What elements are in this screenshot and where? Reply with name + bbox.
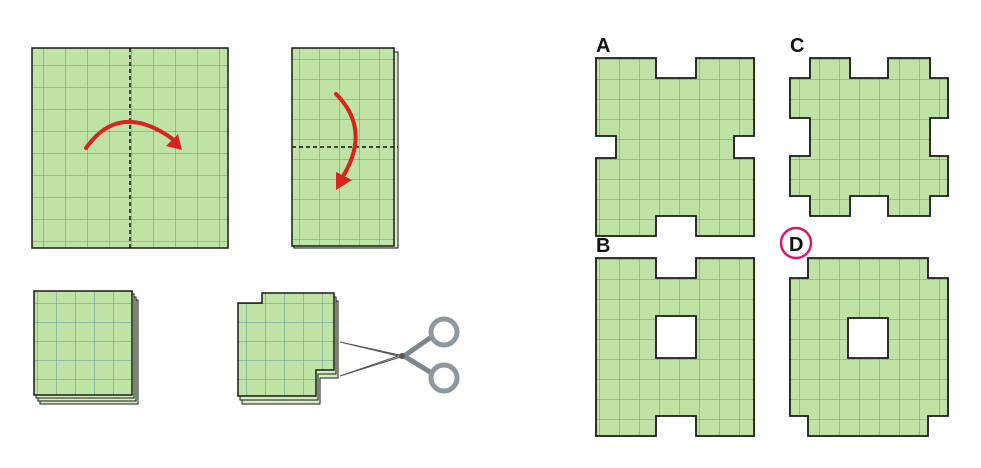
option-c[interactable]: C (790, 35, 948, 216)
step-folded-in-half (292, 48, 398, 248)
option-b[interactable]: B (596, 235, 754, 436)
option-c-shape (790, 58, 948, 216)
option-a[interactable]: A (596, 35, 754, 236)
option-label-c: C (790, 35, 804, 57)
option-label-a: A (596, 35, 610, 57)
option-d-shape (790, 258, 948, 436)
option-label-d: D (789, 234, 803, 256)
step-cut-corners (238, 293, 457, 404)
option-d[interactable]: D (781, 228, 948, 436)
option-b-shape (596, 258, 754, 436)
option-label-b: B (596, 235, 610, 257)
scissors-icon (340, 319, 457, 391)
step-folded-in-quarters (34, 291, 138, 404)
option-a-shape (596, 58, 754, 236)
step-unfolded-square (32, 48, 228, 248)
